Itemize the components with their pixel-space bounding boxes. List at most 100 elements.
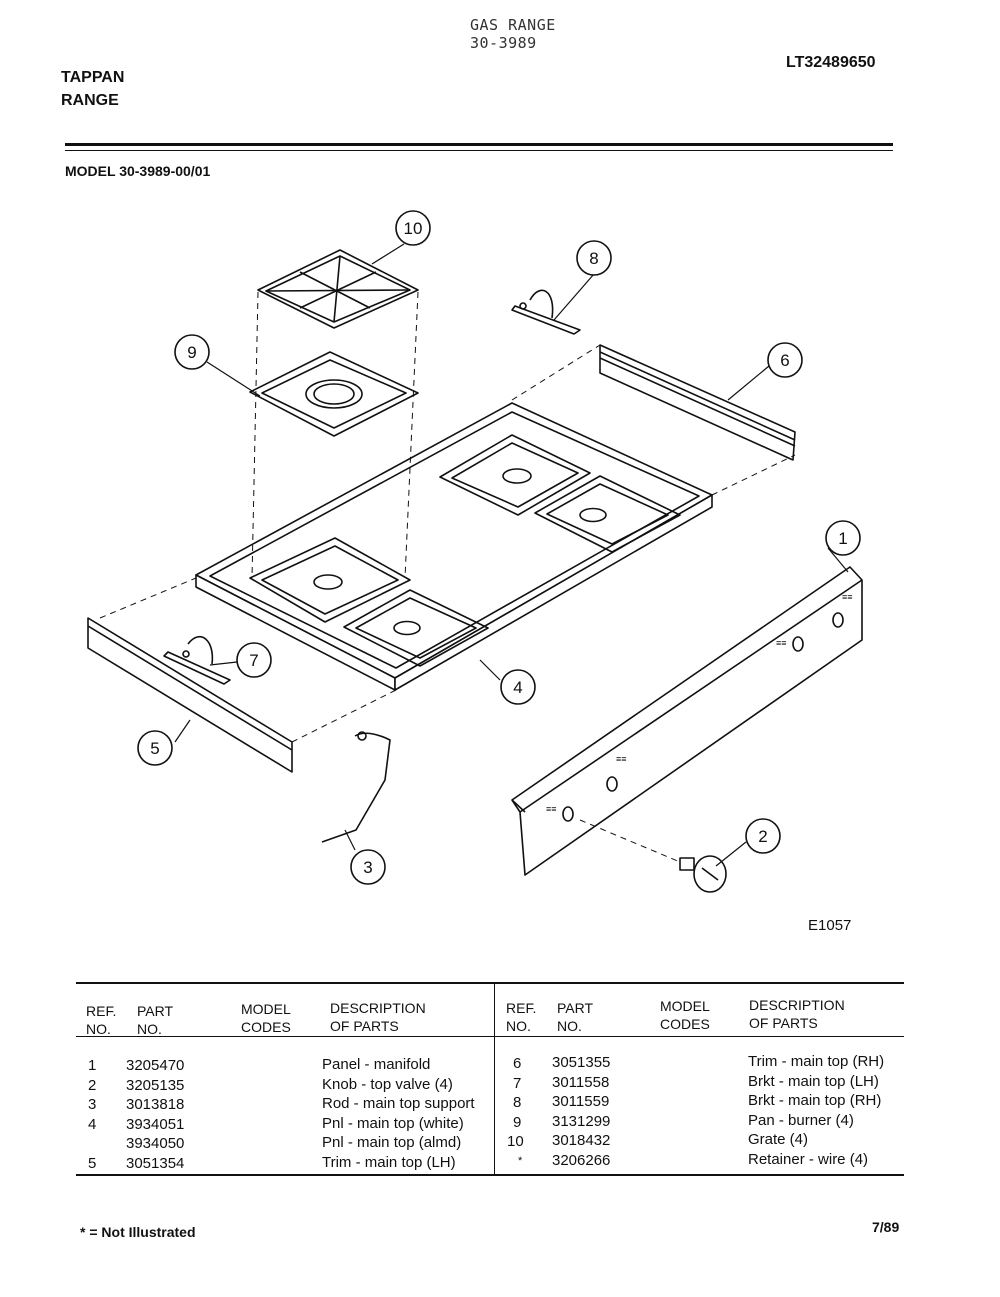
- table-cell: Panel - manifold: [322, 1056, 431, 1073]
- callout-5: [137, 730, 173, 766]
- table-cell: 3934050: [126, 1135, 185, 1152]
- table-center-divider: [494, 983, 495, 1175]
- figure-code: E1057: [808, 917, 852, 934]
- table-cell: Retainer - wire (4): [748, 1150, 869, 1168]
- table-cell: 3051354: [126, 1154, 185, 1172]
- brand-name: TAPPAN: [61, 69, 125, 86]
- table-cell: 6: [513, 1055, 522, 1072]
- table-cell: Pnl - main top (white): [322, 1114, 464, 1132]
- table-cell: 5: [88, 1154, 97, 1172]
- table-cell: 7: [513, 1074, 522, 1092]
- model-number: MODEL 30-3989-00/01: [65, 163, 211, 179]
- table-cell: 2: [88, 1076, 97, 1094]
- header-ref-left: REF.NO.: [86, 1003, 117, 1037]
- right-part-column: 3051355 3011558 3011559 3131299 3018432 …: [552, 1053, 610, 1170]
- table-cell: 3: [88, 1096, 97, 1113]
- not-illustrated-note: * = Not Illustrated: [80, 1224, 196, 1240]
- callout-7: [236, 642, 272, 678]
- table-cell: 10: [507, 1133, 524, 1150]
- main-top-panel: [195, 402, 713, 691]
- table-cell: 4: [88, 1115, 97, 1133]
- knob-top-valve: [679, 855, 727, 893]
- manifold-panel: ≡≡ ≡≡ ≡≡ ≡≡: [511, 566, 863, 876]
- bracket-main-top-rh: [511, 289, 581, 335]
- bracket-main-top-lh: [163, 636, 231, 685]
- left-part-column: 3205470 3205135 3013818 3934051 3934050 …: [126, 1056, 184, 1173]
- handwritten-title: GAS RANGE 30-3989: [470, 16, 556, 52]
- svg-text:≡≡: ≡≡: [776, 638, 787, 648]
- handwritten-title-line1: GAS RANGE: [470, 16, 556, 34]
- rod-main-top-support: [321, 731, 391, 843]
- grate: [257, 249, 419, 329]
- svg-text:≡≡: ≡≡: [546, 804, 557, 814]
- callout-label-6: 6: [780, 351, 789, 370]
- callout-3: [350, 849, 386, 885]
- table-cell: 3205135: [126, 1076, 185, 1094]
- callout-label-8: 8: [589, 249, 598, 268]
- header-ref-right: REF.NO.: [506, 1000, 537, 1034]
- callout-label-2: 2: [758, 827, 767, 846]
- table-cell: Grate (4): [748, 1131, 809, 1148]
- table-header-rule: [76, 1036, 904, 1037]
- table-cell: 3013818: [126, 1096, 185, 1113]
- table-cell: Brkt - main top (LH): [748, 1072, 879, 1090]
- table-cell: 3051355: [552, 1054, 611, 1071]
- product-type: RANGE: [61, 92, 119, 109]
- table-cell: [88, 1134, 96, 1154]
- callout-9: [174, 334, 210, 370]
- header-rule-thick: [65, 143, 893, 146]
- table-cell: Knob - top valve (4): [322, 1075, 453, 1093]
- svg-text:≡≡: ≡≡: [842, 592, 853, 602]
- table-cell: *: [518, 1154, 523, 1167]
- callout-label-5: 5: [150, 739, 159, 758]
- callout-label-7: 7: [249, 651, 258, 670]
- trim-main-top-rh: [599, 344, 796, 461]
- table-cell: Pan - burner (4): [748, 1111, 854, 1129]
- callout-4: [500, 669, 536, 705]
- table-cell: 3011558: [552, 1073, 610, 1091]
- burner-pan: [249, 351, 419, 437]
- table-cell: 1: [88, 1057, 97, 1074]
- callout-label-10: 10: [404, 219, 423, 238]
- handwritten-title-line2: 30-3989: [470, 34, 537, 52]
- table-cell: 3011559: [552, 1093, 610, 1110]
- table-cell: 3206266: [552, 1151, 611, 1169]
- exploded-parts-diagram: ≡≡ ≡≡ ≡≡ ≡≡: [87, 210, 863, 893]
- callout-10: [395, 210, 431, 246]
- callout-label-1: 1: [838, 529, 847, 548]
- table-cell: 3934051: [126, 1115, 185, 1133]
- callout-label-4: 4: [513, 678, 522, 697]
- left-desc-column: Panel - manifold Knob - top valve (4) Ro…: [322, 1055, 475, 1172]
- table-cell: 8: [513, 1094, 522, 1111]
- table-cell: 3018432: [552, 1132, 611, 1149]
- table-cell: 3131299: [552, 1112, 611, 1130]
- callout-label-3: 3: [363, 858, 372, 877]
- brand-block: TAPPAN RANGE: [61, 66, 124, 112]
- table-cell: 3205470: [126, 1057, 185, 1074]
- table-cell: Rod - main top support: [322, 1095, 475, 1112]
- table-cell: Pnl - main top (almd): [322, 1134, 462, 1151]
- right-desc-column: Trim - main top (RH) Brkt - main top (LH…: [748, 1052, 884, 1169]
- left-ref-column: 1 2 3 4 5: [88, 1056, 96, 1173]
- catalog-number: LT32489650: [786, 54, 876, 71]
- table-cell: Brkt - main top (RH): [748, 1092, 882, 1109]
- callout-1: [825, 520, 861, 556]
- svg-text:≡≡: ≡≡: [616, 754, 627, 764]
- callout-8: [576, 240, 612, 276]
- table-bottom-rule: [76, 1174, 904, 1176]
- table-cell: Trim - main top (RH): [748, 1053, 885, 1070]
- table-cell: 9: [513, 1113, 522, 1131]
- header-rule-thin: [65, 150, 893, 151]
- trim-main-top-lh: [87, 617, 293, 773]
- revision-date: 7/89: [872, 1219, 900, 1235]
- table-cell: Trim - main top (LH): [322, 1153, 456, 1171]
- callout-label-9: 9: [187, 343, 196, 362]
- callout-2: [745, 818, 781, 854]
- table-top-rule: [76, 982, 904, 984]
